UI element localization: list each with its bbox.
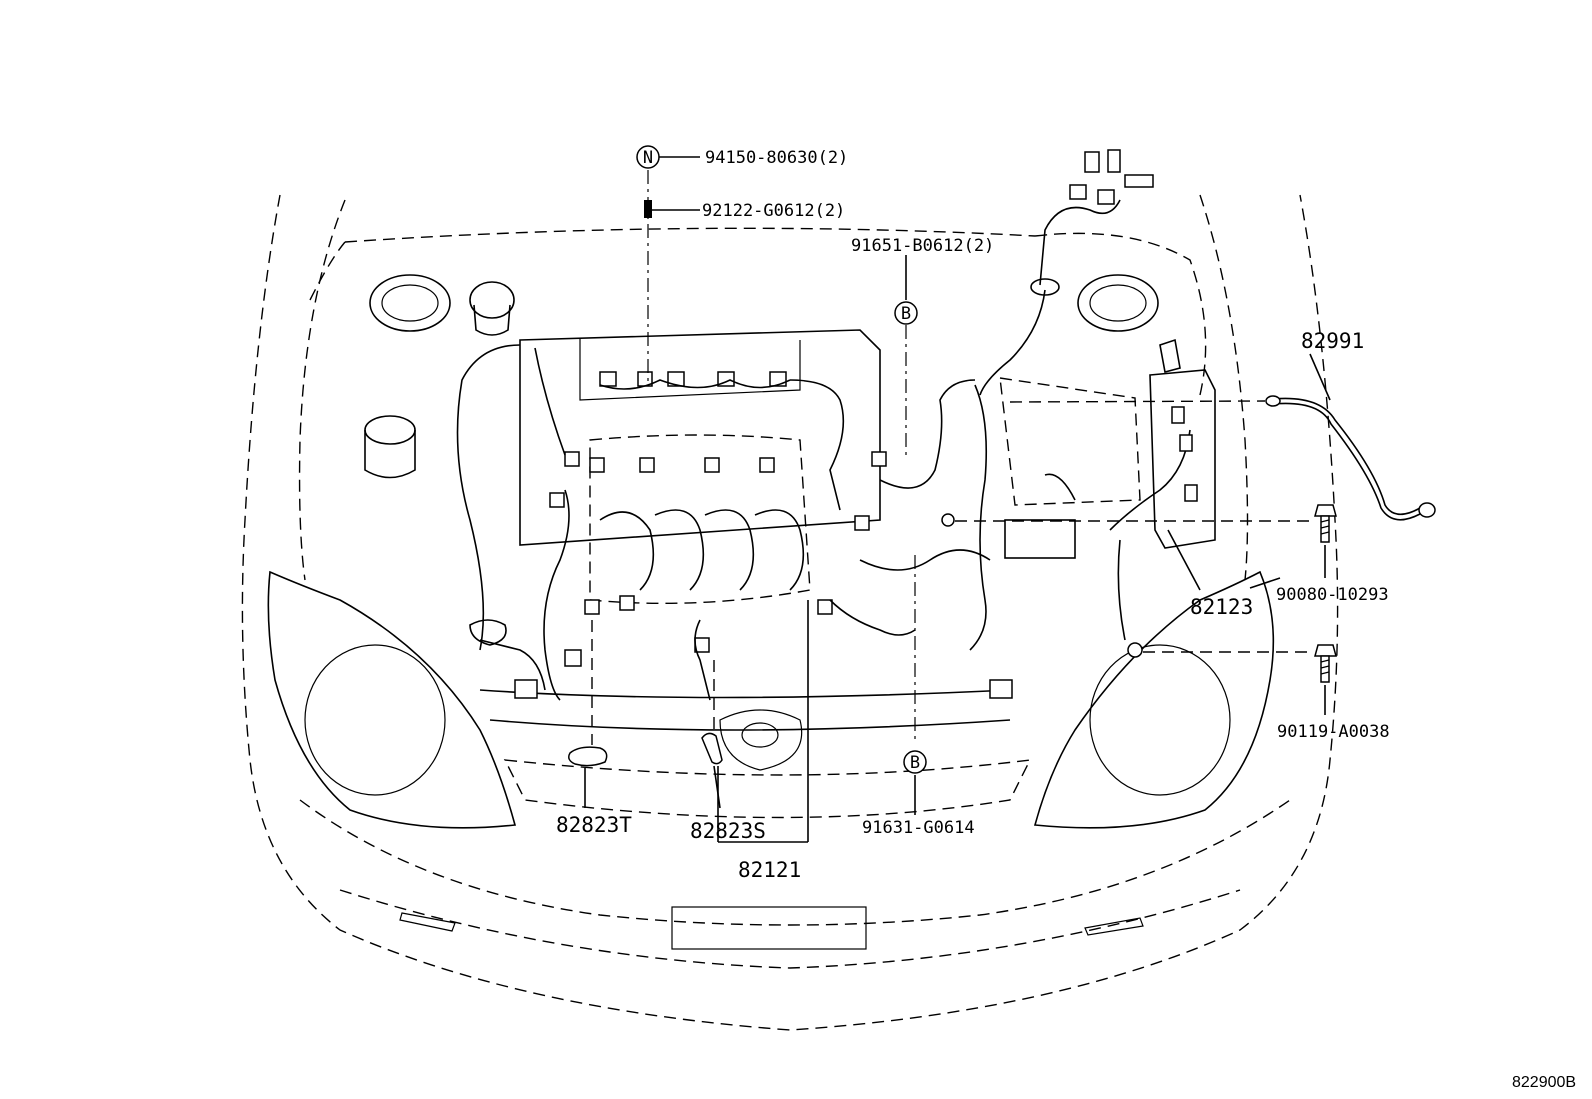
symbol-n-letter: N: [643, 148, 653, 168]
label-94150-80630: 94150-80630(2): [705, 148, 848, 168]
label-82121: 82121: [738, 858, 801, 882]
symbol-b-top-letter: B: [901, 304, 911, 324]
injector-connectors: [549, 451, 887, 667]
bolt-90080-10293-icon: [1314, 504, 1337, 543]
cowl-connectors: [1030, 149, 1154, 296]
part-labels: 94150-80630(2) 92122-G0612(2) 91651-B061…: [556, 148, 1390, 882]
symbol-n-callout: N: [636, 145, 660, 169]
ground-cable-82991: [1265, 395, 1436, 521]
bolt-90119-A0038-icon: [1314, 644, 1337, 683]
label-90080-10293: 90080-10293: [1276, 585, 1389, 605]
coil-connectors-top: [599, 371, 787, 387]
diagram-reference-code: 822900B: [1512, 1074, 1576, 1091]
protector-82823T-icon: [568, 746, 608, 767]
label-91631-G0614: 91631-G0614: [862, 818, 975, 838]
label-82123: 82123: [1190, 595, 1253, 619]
harness-wires: [456, 199, 1191, 701]
label-82991: 82991: [1301, 329, 1364, 353]
vehicle-body-outline: [241, 194, 1339, 1031]
symbol-b-top-callout: B: [894, 301, 918, 325]
label-90119-A0038: 90119-A0038: [1277, 722, 1390, 742]
protector-82823S-icon: [701, 732, 723, 765]
engine-bay: [364, 149, 1216, 771]
leader-lines: [584, 156, 1331, 843]
label-82823S: 82823S: [690, 819, 766, 843]
intake-runners: [599, 509, 805, 591]
label-82823T: 82823T: [556, 813, 632, 837]
relay-box-right: [1149, 338, 1216, 549]
headlight-right: [1033, 570, 1275, 829]
label-92122-G0612: 92122-G0612(2): [702, 201, 845, 221]
symbol-b-bottom-letter: B: [910, 753, 920, 773]
label-91651-B0612: 91651-B0612(2): [851, 236, 994, 256]
headlight-left: [267, 570, 517, 829]
symbol-b-bottom-callout: B: [903, 750, 927, 774]
